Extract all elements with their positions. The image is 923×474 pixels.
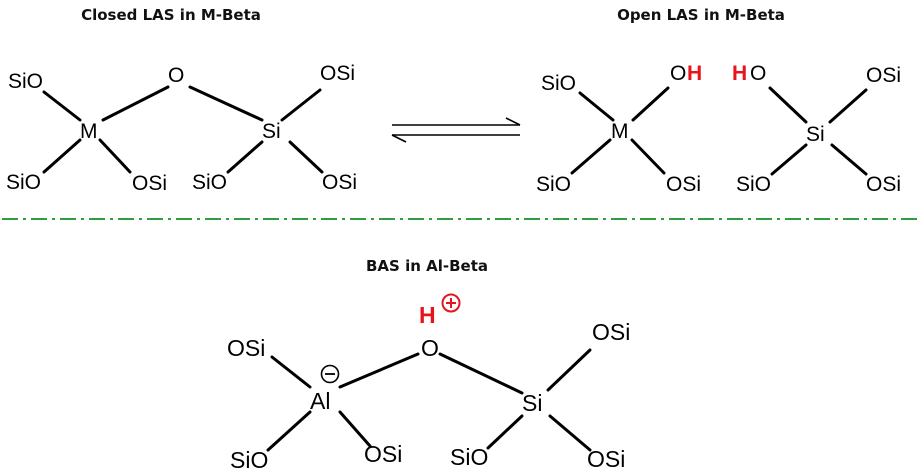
- title-closed-las: Closed LAS in M-Beta: [81, 6, 261, 24]
- bas-osi-topleft: OSi: [227, 335, 265, 361]
- bas-osi-bottomright: OSi: [587, 446, 625, 472]
- bas-osi-topright: OSi: [592, 319, 630, 345]
- open-sio-topleft: SiO: [541, 72, 576, 95]
- open-sio-bottomleft: SiO: [536, 173, 571, 196]
- open-hydroxyl-o-left: O: [670, 62, 686, 85]
- positive-charge-icon: [441, 293, 461, 313]
- closed-osi-bottom: OSi: [132, 172, 167, 195]
- open-osi-topright: OSi: [866, 64, 901, 87]
- open-hydroxyl-o-right: O: [750, 62, 766, 85]
- bas-structure: OSi H O OSi Al Si SiO OSi SiO OSi: [227, 293, 630, 473]
- bas-sio-bottommid: SiO: [450, 444, 488, 470]
- bas-aluminum-al: Al: [310, 388, 330, 414]
- open-osi-bottom: OSi: [666, 173, 701, 196]
- bas-bronsted-proton-h: H: [419, 302, 436, 328]
- open-osi-bottomright: OSi: [866, 173, 901, 196]
- open-sio-bottommid: SiO: [736, 173, 771, 196]
- closed-sio-topleft: SiO: [8, 70, 43, 93]
- bas-si-center: Si: [522, 390, 542, 416]
- open-metal-m: M: [611, 120, 629, 143]
- open-si-center: Si: [806, 123, 825, 146]
- closed-metal-m: M: [80, 120, 98, 143]
- open-proton-h-left: H: [687, 62, 702, 85]
- closed-si-center: Si: [262, 120, 281, 143]
- title-bas: BAS in Al-Beta: [366, 257, 488, 275]
- bas-osi-bottom: OSi: [364, 441, 402, 467]
- open-las-structure: SiO O H M SiO OSi H O OSi Si SiO OSi: [536, 62, 901, 196]
- closed-osi-topright: OSi: [320, 62, 355, 85]
- closed-sio-bottommid: SiO: [192, 171, 227, 194]
- closed-osi-bottomright: OSi: [322, 171, 357, 194]
- bas-bridging-o: O: [421, 335, 439, 361]
- title-open-las: Open LAS in M-Beta: [617, 6, 785, 24]
- closed-las-structure: SiO O OSi M Si SiO OSi SiO OSi: [6, 62, 357, 195]
- bas-sio-bottomleft: SiO: [230, 447, 268, 473]
- equilibrium-arrows: [391, 117, 521, 143]
- closed-bridging-o: O: [168, 64, 184, 87]
- open-proton-h-right: H: [732, 62, 747, 85]
- negative-charge-icon: [320, 364, 340, 384]
- closed-sio-bottomleft: SiO: [6, 171, 41, 194]
